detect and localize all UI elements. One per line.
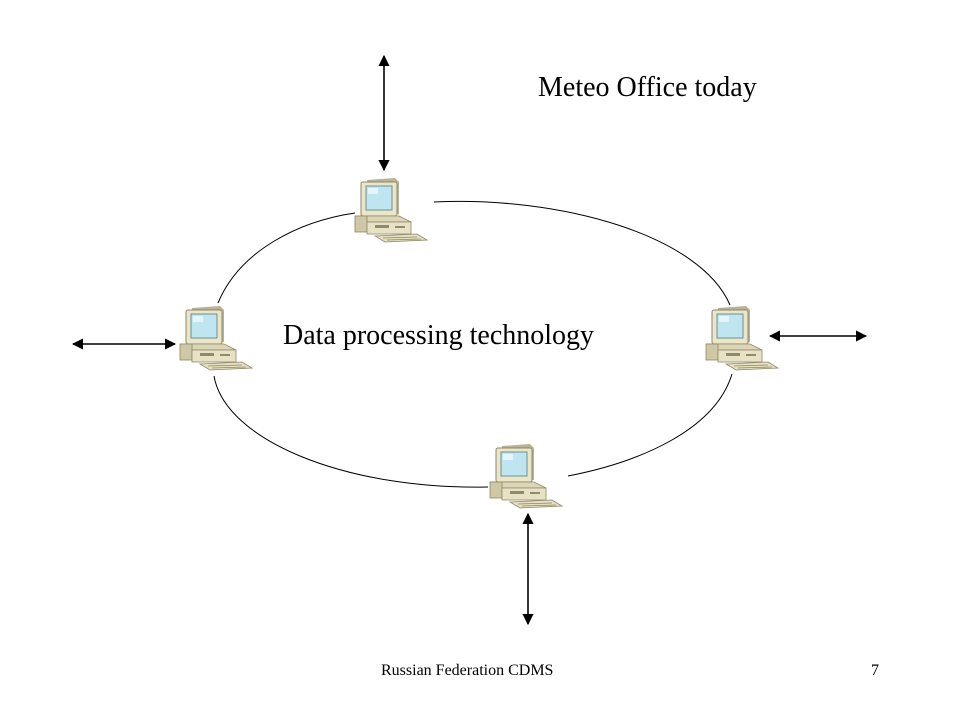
footer-text: Russian Federation CDMS [381, 662, 554, 679]
workstation-right-computer-icon [705, 305, 779, 371]
ring-segment-bottom-left [213, 375, 489, 488]
workstation-top-computer-icon [354, 177, 428, 243]
ring-segment-right-bottom [567, 373, 733, 477]
ring-segment-top-right [433, 200, 731, 306]
page-number: 7 [871, 662, 879, 679]
ring-center-label: Data processing technology [283, 320, 595, 351]
slide-title: Meteo Office today [538, 72, 757, 103]
ring-segment-left-top [217, 212, 356, 304]
workstation-bottom-computer-icon [489, 443, 563, 509]
workstation-left-computer-icon [179, 305, 253, 371]
